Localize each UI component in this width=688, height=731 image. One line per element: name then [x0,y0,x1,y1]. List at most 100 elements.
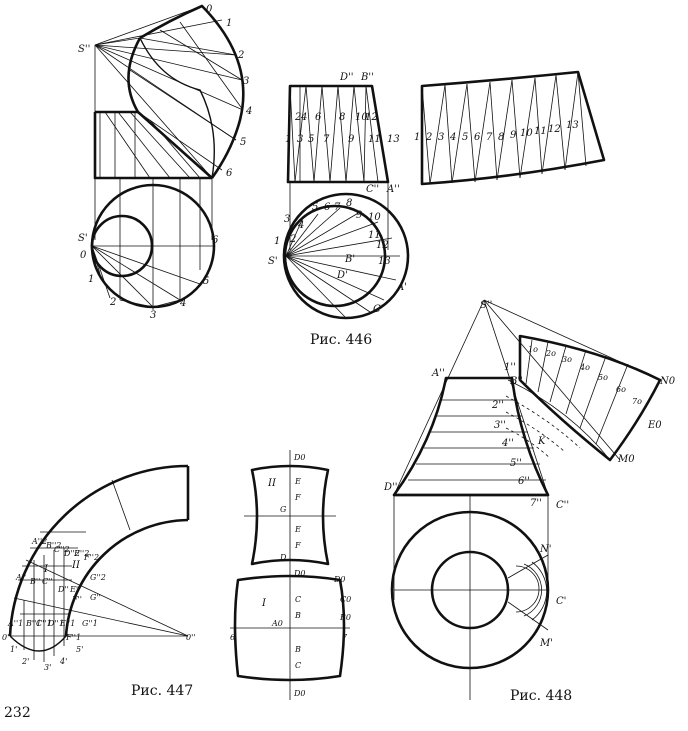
dev-4: 4 [449,132,456,143]
f448-c: C'' [556,500,569,511]
f447-a: A'' [15,573,26,582]
plan-5: 5 [203,276,209,287]
f447-e1: E''1 [59,619,75,628]
fan-4: 4o [579,363,590,372]
f447-2p: 2' [21,657,29,666]
fig446-frustum: D'' B'' C'' A'' 1 2 3 4 5 6 7 8 9 10 11 … [285,72,400,250]
p2-a: A' [396,282,407,293]
fn3: 3 [297,134,303,145]
fig447-elbow: A''2 B''2 C''2 D''2 E''2 F''2 G''2 A'' B… [2,464,196,672]
elbow-num-2: 2 [237,50,244,61]
fn7: 7 [323,134,330,145]
plan-2: 2 [109,297,116,308]
r-f2: F [294,541,301,550]
p2-1: 1 [274,236,280,247]
f448-3: 3'' [494,420,506,431]
f447-g: G'' [90,593,101,602]
fn6: 6 [315,112,322,123]
f447-a1: A''1 [7,619,23,628]
plan-6: 6 [212,235,219,246]
p2-5: 5 [312,202,318,213]
p2-c: C' [373,304,383,315]
f448-6: 6'' [518,476,530,487]
dev-2: 2 [425,132,432,143]
p2-9: 9 [356,210,363,221]
f448-m0: M0 [617,454,635,465]
f447-f2: F''2 [83,553,99,562]
r-c1: C [295,595,301,604]
dev-1: 1 [414,132,420,143]
f447-d2: D''2 [63,549,80,558]
frustum-d: D'' [339,72,354,83]
f447-roman2: II [71,560,81,571]
p2-6: 6 [324,202,331,213]
f447-e: E'' [69,585,80,594]
p2-12: 12 [376,240,389,251]
f447-e2: E''2 [73,549,89,558]
f448-e0: E0 [647,420,662,431]
fig446-elbow: 0 1 2 3 4 5 6 S'' [78,4,252,310]
fig448-drawing: S'' A'' B'' 1'' 2'' 3'' 4'' 5'' 6'' 7'' … [383,299,676,700]
p2-2: 2 [289,234,296,245]
fn11: 11 [368,134,381,145]
dev-6: 6 [474,132,481,143]
p2-s: S' [268,256,278,267]
r-roman2: II [267,478,277,489]
f448-np: N' [539,544,552,555]
f447-0p: 0' [2,633,9,642]
elbow-num-1: 1 [226,18,232,29]
fan-5: 5o [598,373,608,382]
f448-n0: N0 [659,376,676,387]
f448-cp: C' [556,596,566,607]
fn12: 12 [365,112,378,123]
f448-5: 5'' [510,458,522,469]
plan-4: 4 [179,298,186,309]
f447-f: F'' [71,595,82,604]
f448-2: 2'' [491,400,504,411]
p2-13: 13 [378,256,391,267]
p2-10: 10 [368,212,381,223]
r-f1: F [294,493,301,502]
dev-9: 9 [510,130,517,141]
p2-11: 11 [368,230,381,241]
f447-b: B'' [29,577,40,586]
r-b0: B0 [339,613,351,622]
f447-a2: A''2 [31,537,47,546]
f447-0pp: 0'' [186,633,196,642]
f447-d: D'' [57,585,69,594]
r-b1: B [294,611,301,620]
plan-0: 0 [80,250,87,261]
r-c0: C0 [340,595,351,604]
f447-c2: C''2 [54,545,70,554]
f447-b2: B''2 [45,541,61,550]
page-number: 232 [4,705,31,721]
caption-fig447: Рис. 447 [131,683,194,699]
plan-3: 3 [150,310,156,321]
r-e2: E [294,525,301,534]
f447-1p: 1' [10,645,17,654]
elbow-num-3: 3 [243,76,249,87]
r-d0c: D0 [293,689,306,698]
dev-10: 10 [520,128,533,139]
frustum-c: C'' [366,184,379,195]
p2-8: 8 [346,198,352,209]
f448-k: K [537,436,546,447]
fan-3: 3o [562,355,572,364]
r-d0a: D0 [293,453,306,462]
r-d0b: D0 [293,569,306,578]
plan-1: 1 [88,274,94,285]
dev-13: 13 [566,120,579,131]
dev-7: 7 [486,132,493,143]
f447-d1: D''1 [47,619,64,628]
fig446-development: 1 2 3 4 5 6 7 8 9 10 11 12 13 [414,70,606,186]
elbow-num-6: 6 [226,168,233,179]
r-b2: B [294,645,301,654]
fig446-plan2: S' B' D' A' C' 1 2 3 4 5 6 7 8 9 10 11 1… [268,192,410,320]
elbow-num-5: 5 [240,137,246,148]
dev-3: 3 [438,132,444,143]
elbow-s-label: S'' [78,44,90,55]
f448-7: 7'' [530,498,542,509]
fan-7: 7o [632,397,642,406]
f448-1: 1'' [504,362,516,373]
